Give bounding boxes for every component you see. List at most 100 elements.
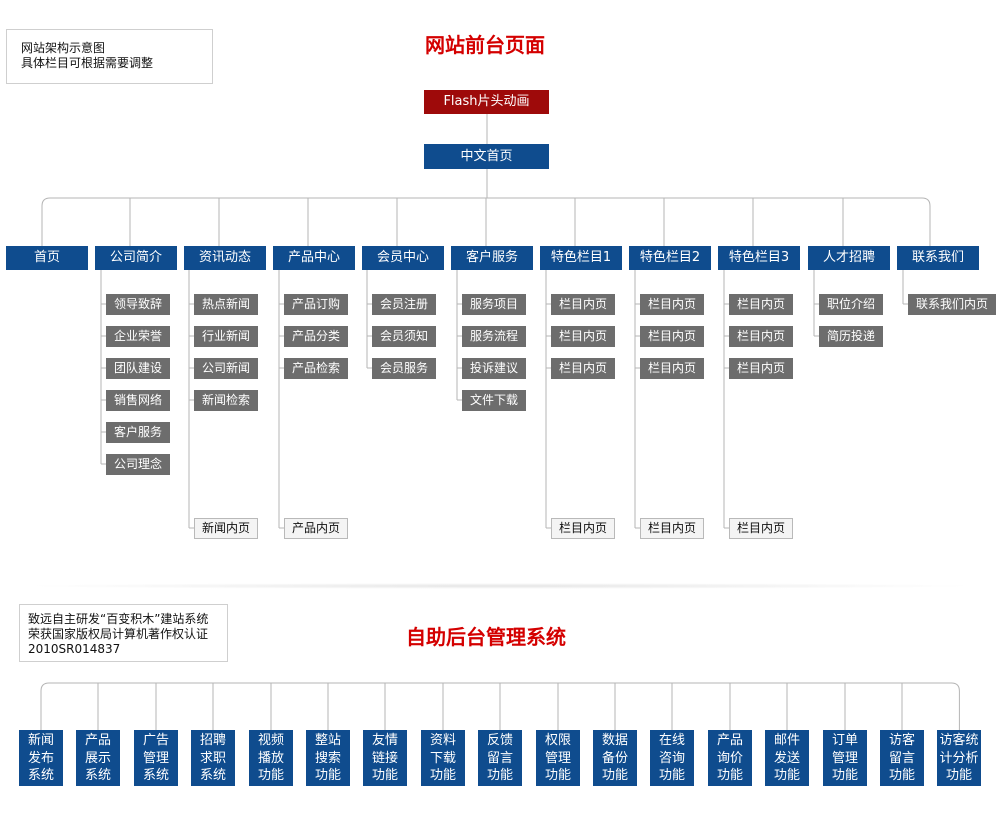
backend-module[interactable]: 在线咨询功能 <box>650 730 694 786</box>
backend-module[interactable]: 订单管理功能 <box>823 730 867 786</box>
column-subitem[interactable]: 栏目内页 <box>640 326 704 347</box>
backend-module[interactable]: 招聘求职系统 <box>191 730 235 786</box>
backend-module-line: 功能 <box>773 768 800 783</box>
column-header[interactable]: 联系我们 <box>897 246 979 270</box>
backend-module[interactable]: 产品展示系统 <box>76 730 120 786</box>
front-section-title: 网站前台页面 <box>425 33 545 57</box>
column-subitem[interactable]: 栏目内页 <box>551 358 615 379</box>
column-subitem[interactable]: 会员须知 <box>372 326 436 347</box>
column-subitem[interactable]: 热点新闻 <box>194 294 258 315</box>
column-inner-page[interactable]: 栏目内页 <box>551 518 615 539</box>
column-header[interactable]: 人才招聘 <box>808 246 890 270</box>
backend-module-line: 资料 <box>429 733 456 748</box>
column-subitem[interactable]: 职位介绍 <box>819 294 883 315</box>
column-subitem[interactable]: 新闻检索 <box>194 390 258 411</box>
note-line: 网站架构示意图 <box>21 41 106 55</box>
backend-module[interactable]: 视频播放功能 <box>249 730 293 786</box>
backend-module-line: 功能 <box>544 768 571 783</box>
backend-module-line: 备份 <box>601 750 628 766</box>
column-subitem[interactable]: 团队建设 <box>106 358 170 379</box>
backend-module-line: 系统 <box>27 768 54 783</box>
column-header[interactable]: 客户服务 <box>451 246 533 270</box>
backend-module-line: 功能 <box>371 768 398 783</box>
column-subitem[interactable]: 文件下载 <box>462 390 526 411</box>
column-subitem[interactable]: 公司理念 <box>106 454 170 475</box>
backend-module-line: 功能 <box>831 768 858 783</box>
column-subitem[interactable]: 服务项目 <box>462 294 526 315</box>
column-subitem[interactable]: 会员注册 <box>372 294 436 315</box>
column-subitem[interactable]: 产品检索 <box>284 358 348 379</box>
column-subitem[interactable]: 简历投递 <box>819 326 883 347</box>
column-subitem[interactable]: 企业荣誉 <box>106 326 170 347</box>
column-header[interactable]: 特色栏目3 <box>718 246 800 270</box>
backend-module[interactable]: 权限管理功能 <box>536 730 580 786</box>
backend-module-line: 管理 <box>544 750 571 766</box>
column-header-label: 联系我们 <box>911 250 964 265</box>
column-header[interactable]: 会员中心 <box>362 246 444 270</box>
column-subitem[interactable]: 栏目内页 <box>640 294 704 315</box>
column-subitem[interactable]: 投诉建议 <box>462 358 526 379</box>
column-subitem[interactable]: 栏目内页 <box>640 358 704 379</box>
flash-intro-node[interactable]: Flash片头动画 <box>424 90 549 114</box>
column-subitem[interactable]: 客户服务 <box>106 422 170 443</box>
column-subitem[interactable]: 产品订购 <box>284 294 348 315</box>
column-header-label: 人才招聘 <box>822 250 875 265</box>
backend-module[interactable]: 邮件发送功能 <box>765 730 809 786</box>
column-header[interactable]: 产品中心 <box>273 246 355 270</box>
column-subitem[interactable]: 栏目内页 <box>551 294 615 315</box>
backend-module-line: 功能 <box>888 768 915 783</box>
backend-module[interactable]: 访客留言功能 <box>880 730 924 786</box>
backend-module-line: 下载 <box>429 750 456 766</box>
column-subitem[interactable]: 销售网络 <box>106 390 170 411</box>
column-subitem[interactable]: 领导致辞 <box>106 294 170 315</box>
backend-module-line: 功能 <box>486 768 513 783</box>
column-inner-page[interactable]: 产品内页 <box>284 518 348 539</box>
column-inner-page[interactable]: 栏目内页 <box>640 518 704 539</box>
column-subitem[interactable]: 联系我们内页 <box>908 294 996 315</box>
column-header-label: 公司简介 <box>109 250 162 265</box>
column-subitem[interactable]: 行业新闻 <box>194 326 258 347</box>
column-header-label: 客户服务 <box>465 250 518 265</box>
backend-module[interactable]: 数据备份功能 <box>593 730 637 786</box>
column-subitem[interactable]: 栏目内页 <box>551 326 615 347</box>
backend-module[interactable]: 资料下载功能 <box>421 730 465 786</box>
home-node[interactable]: 中文首页 <box>424 144 549 169</box>
note-line: 荣获国家版权局计算机著作权认证 <box>28 627 209 641</box>
column-inner-page[interactable]: 栏目内页 <box>729 518 793 539</box>
copyright-note: 致远自主研发“百变积木”建站系统 荣获国家版权局计算机著作权认证 2010SR0… <box>19 604 228 662</box>
column-header[interactable]: 首页 <box>6 246 88 270</box>
backend-module-line: 系统 <box>84 768 111 783</box>
column-header[interactable]: 特色栏目1 <box>540 246 622 270</box>
backend-module[interactable]: 广告管理系统 <box>134 730 178 786</box>
column-header[interactable]: 特色栏目2 <box>629 246 711 270</box>
backend-module-line: 邮件 <box>773 733 800 748</box>
backend-module-line: 求职 <box>199 750 226 766</box>
backend-module-line: 播放 <box>257 750 284 766</box>
backend-module-line: 访客统 <box>939 733 979 748</box>
column-subitem[interactable]: 栏目内页 <box>729 358 793 379</box>
backend-module-line: 管理 <box>831 750 858 766</box>
column-header-label: 产品中心 <box>287 250 340 265</box>
back-section-title: 自助后台管理系统 <box>406 625 566 649</box>
column-header[interactable]: 资讯动态 <box>184 246 266 270</box>
column-subitem[interactable]: 会员服务 <box>372 358 436 379</box>
column-subitem[interactable]: 服务流程 <box>462 326 526 347</box>
backend-module[interactable]: 访客统计分析功能 <box>937 730 981 786</box>
backend-module[interactable]: 整站搜索功能 <box>306 730 350 786</box>
column-inner-page[interactable]: 新闻内页 <box>194 518 258 539</box>
column-subitem[interactable]: 栏目内页 <box>729 326 793 347</box>
backend-module-line: 留言 <box>486 750 513 766</box>
backend-module-line: 展示 <box>84 750 111 766</box>
column-subitem[interactable]: 栏目内页 <box>729 294 793 315</box>
backend-module-line: 搜索 <box>314 750 341 766</box>
backend-module[interactable]: 产品询价功能 <box>708 730 752 786</box>
backend-module-line: 整站 <box>314 733 341 748</box>
backend-module-line: 发布 <box>27 750 54 766</box>
column-header[interactable]: 公司简介 <box>95 246 177 270</box>
column-subitem[interactable]: 公司新闻 <box>194 358 258 379</box>
backend-module[interactable]: 反馈留言功能 <box>478 730 522 786</box>
backend-module[interactable]: 新闻发布系统 <box>19 730 63 786</box>
column-subitem[interactable]: 产品分类 <box>284 326 348 347</box>
backend-module[interactable]: 友情链接功能 <box>363 730 407 786</box>
